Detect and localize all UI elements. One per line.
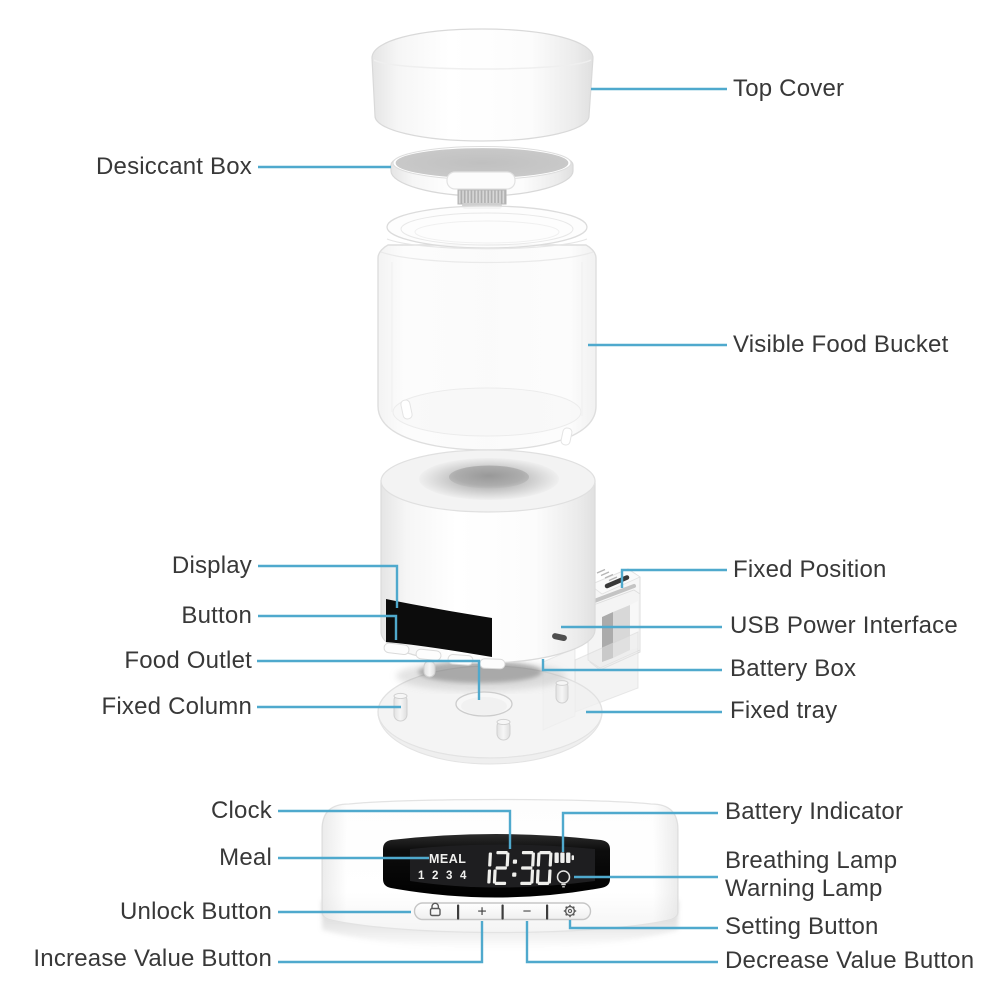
- top-cover-art: [371, 28, 594, 142]
- fixed-columns: [393, 660, 569, 741]
- label-increase-value-button: Increase Value Button: [33, 945, 272, 972]
- label-battery-indicator: Battery Indicator: [725, 798, 904, 825]
- tray-details-art: [393, 660, 569, 741]
- meal-label: MEAL: [429, 852, 467, 866]
- clock-display: [487, 851, 553, 885]
- lamp-icon: [556, 870, 571, 888]
- leader-setting: [568, 920, 718, 930]
- main-body-art: [380, 449, 596, 670]
- leader-lines: [257, 87, 727, 964]
- fixed-tray-art: [377, 631, 639, 765]
- battery-icon: [554, 852, 574, 863]
- label-clock: Clock: [210, 797, 272, 824]
- label-top-cover: Top Cover: [733, 75, 845, 102]
- label-fixed-column: Fixed Column: [101, 693, 252, 720]
- food-bucket-art: [377, 205, 597, 451]
- leader-battery-box: [541, 659, 722, 672]
- leader-food-outlet: [257, 659, 481, 700]
- plus-icon: +: [477, 904, 486, 921]
- desiccant-box-art: [390, 146, 574, 209]
- label-button: Button: [181, 602, 252, 629]
- unlock-icon: [429, 902, 441, 917]
- label-fixed-position: Fixed Position: [733, 556, 887, 583]
- control-panel-art: + −: [321, 798, 679, 949]
- label-fixed-tray: Fixed tray: [730, 697, 838, 724]
- leader-battery-indicator: [561, 811, 718, 852]
- leader-decrease: [525, 921, 718, 964]
- body-display-band: [386, 599, 492, 657]
- label-warning-lamp: Warning Lamp: [725, 875, 883, 902]
- label-decrease-value-button: Decrease Value Button: [725, 947, 975, 974]
- leader-clock: [278, 809, 512, 849]
- label-usb-power-interface: USB Power Interface: [730, 612, 958, 639]
- label-setting-button: Setting Button: [725, 913, 879, 940]
- label-food-outlet: Food Outlet: [124, 647, 252, 674]
- label-unlock-button: Unlock Button: [119, 898, 272, 925]
- leader-button: [258, 614, 398, 640]
- label-meal: Meal: [219, 844, 272, 871]
- label-breathing-lamp: Breathing Lamp: [725, 847, 898, 874]
- label-battery-box: Battery Box: [730, 655, 857, 682]
- meal-numbers: 1 2 3 4: [418, 870, 469, 882]
- label-visible-food-bucket: Visible Food Bucket: [733, 331, 949, 358]
- label-display: Display: [171, 552, 252, 579]
- label-desiccant-box: Desiccant Box: [96, 153, 252, 180]
- minus-icon: −: [523, 903, 532, 920]
- gear-icon: [563, 904, 577, 918]
- leader-fixed-position: [620, 568, 727, 588]
- leader-increase: [278, 921, 484, 964]
- usb-port: [552, 633, 567, 642]
- leader-display: [258, 564, 399, 608]
